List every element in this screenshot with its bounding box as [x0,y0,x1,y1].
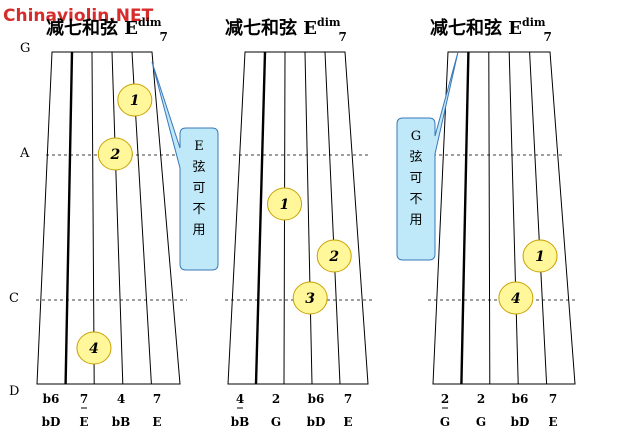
note-name-label: E [152,415,161,429]
interval-label: 7 [549,392,557,406]
chord-title-subscript: 7 [544,30,552,44]
finger-marker: 3 [292,281,328,315]
callout-char: 用 [192,223,205,238]
interval-label: 4 [117,392,125,406]
interval-label: 2 [441,392,449,406]
watermark-text: Chinaviolin.NET [3,6,154,26]
note-name-label: G [440,415,450,429]
finger-number: 1 [535,249,545,265]
finger-marker: 2 [97,137,133,171]
callout-bubble [151,61,219,271]
string-line-1 [254,51,267,385]
chord-title-quality: dim [138,16,162,29]
interval-label: 7 [344,392,352,406]
note-name-label: bD [307,415,326,429]
finger-number: 1 [280,197,290,213]
chord-title-quality: dim [522,16,546,29]
string-line-4 [529,51,548,385]
callout-char: E [194,139,204,154]
fingerboard-outline [432,51,576,385]
note-name-label: G [271,415,281,429]
string-line-2 [488,51,491,385]
note-name-label: bB [112,415,131,429]
string-line-3 [111,51,124,385]
finger-number: 2 [109,147,120,163]
fingerboard-outline [227,51,369,385]
fingerboard-outline [36,51,181,385]
finger-circle [117,83,153,117]
chord-title-subscript: 7 [339,30,347,44]
string-line-1 [460,51,470,385]
callout-char: G [411,129,421,144]
callout-char: 可 [409,171,422,186]
finger-marker: 1 [522,239,558,273]
note-name-label: bD [511,415,530,429]
note-name-label: G [476,415,486,429]
finger-circle [97,137,133,171]
note-name-label: E [548,415,557,429]
interval-label: b6 [308,392,325,406]
position-label-d: D [9,384,19,399]
callout-char: 用 [409,213,422,228]
string-line-3 [304,51,313,385]
finger-marker: 1 [117,83,153,117]
position-label-a: A [19,146,30,161]
string-line-1 [64,51,74,385]
finger-marker: 1 [267,187,303,221]
interval-label: 2 [477,392,485,406]
interval-label: 7 [153,392,161,406]
finger-circle [522,239,558,273]
interval-label: 4 [236,392,244,406]
finger-number: 3 [305,291,315,307]
note-name-label: bD [42,415,61,429]
note-name-label: bB [231,415,250,429]
chord-title-subscript: 7 [160,30,168,44]
finger-marker: 4 [498,281,534,315]
finger-number: 4 [511,291,521,307]
note-name-label: E [343,415,352,429]
interval-label: b6 [43,392,60,406]
interval-label: 7 [80,392,88,406]
string-line-2 [91,51,95,385]
callout-bubble [396,51,459,261]
callout-char: 可 [192,181,205,196]
finger-circle [292,281,328,315]
finger-number: 2 [328,249,339,265]
callout-char: 弦 [409,149,422,165]
string-line-3 [508,51,519,385]
callout-char: 弦 [192,159,205,175]
callout-char: 不 [409,192,422,207]
interval-label: 2 [272,392,280,406]
string-line-4 [324,51,341,385]
finger-circle [498,281,534,315]
finger-number: 1 [130,93,140,109]
callout-char: 不 [192,202,205,217]
finger-circle [267,187,303,221]
finger-number: 4 [89,341,99,357]
position-label-g: G [20,41,30,56]
finger-marker: 4 [76,331,112,365]
position-label-c: C [9,291,19,306]
note-name-label: E [79,415,88,429]
finger-circle [316,239,352,273]
finger-circle [76,331,112,365]
finger-marker: 2 [316,239,352,273]
interval-label: b6 [512,392,529,406]
chord-title-quality: dim [317,16,341,29]
position-labels: G A C D [9,41,30,399]
